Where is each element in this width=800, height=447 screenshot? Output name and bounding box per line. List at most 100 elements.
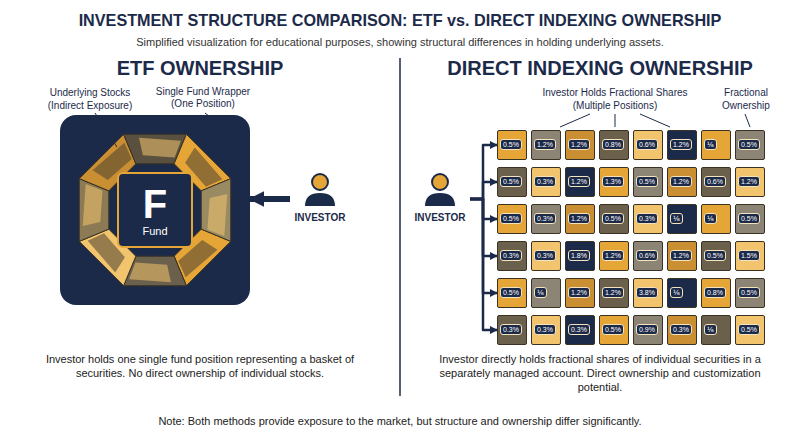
fund-box: FFund <box>117 172 193 248</box>
weight-badge: 0.8% <box>602 139 624 150</box>
weight-badge: 0.5% <box>738 139 760 150</box>
section-heading: ETF OWNERSHIP <box>0 56 400 81</box>
stock-share-cell: 0.3% <box>497 241 527 271</box>
stock-share-cell: 0.3% <box>633 204 663 234</box>
weight-badge: 0.3% <box>534 324 556 335</box>
weight-badge: 0.5% <box>500 287 522 298</box>
weight-badge: 1.8% <box>568 250 590 261</box>
stock-share-cell: 0.3% <box>531 167 561 197</box>
ribbon-fold <box>83 184 103 226</box>
stock-share-cell: 1.2% <box>735 167 765 197</box>
stock-share-cell: 0.6% <box>633 130 663 160</box>
stock-share-cell: 0.5% <box>497 130 527 160</box>
stock-share-cell: ⅙ <box>701 204 731 234</box>
ribbon-fold <box>129 262 171 282</box>
fund-label: Fund <box>142 225 167 238</box>
investor-label: INVESTOR <box>290 212 350 224</box>
stock-share-cell: 0.5% <box>599 315 629 345</box>
weight-badge: 0.6% <box>636 139 658 150</box>
weight-badge: 1.2% <box>670 250 692 261</box>
stock-share-cell: 0.5% <box>497 167 527 197</box>
weight-badge: 1.2% <box>534 139 556 150</box>
stock-share-cell: 0.5% <box>735 130 765 160</box>
weight-badge: 0.5% <box>500 213 522 224</box>
stock-share-cell: 1.5% <box>735 241 765 271</box>
ribbon-segment <box>201 179 231 242</box>
investor-label: INVESTOR <box>410 212 470 224</box>
stock-share-cell: 1.2% <box>565 130 595 160</box>
investor-head <box>312 174 328 190</box>
weight-badge: ⅙ <box>704 324 717 335</box>
stock-share-cell: 0.9% <box>633 315 663 345</box>
stock-share-cell: 0.3% <box>531 315 561 345</box>
section-heading: DIRECT INDEXING OWNERSHIP <box>400 56 800 81</box>
weight-badge: 1.2% <box>670 176 692 187</box>
leader-line <box>205 113 222 126</box>
weight-badge: 1.2% <box>602 287 624 298</box>
stock-share-cell: 0.5% <box>701 241 731 271</box>
investor-figure: INVESTOR <box>290 170 350 228</box>
callout-label: Investor Holds Fractional Shares (Multip… <box>530 86 700 112</box>
weight-badge: 0.8% <box>704 287 726 298</box>
weight-badge: 3.8% <box>636 287 658 298</box>
stock-share-cell: 0.5% <box>735 278 765 308</box>
stock-share-cell: 0.6% <box>701 167 731 197</box>
description-text: Investor directly holds fractional share… <box>425 352 775 394</box>
weight-badge: 1.2% <box>738 176 760 187</box>
investor-figure: INVESTOR <box>410 170 470 228</box>
weight-badge: 0.3% <box>534 176 556 187</box>
weight-badge: 1.2% <box>602 250 624 261</box>
stock-share-cell: 1.2% <box>565 167 595 197</box>
weight-badge: 0.3% <box>534 250 556 261</box>
stock-share-cell: ⅙ <box>667 278 697 308</box>
ribbon-fold <box>139 138 181 158</box>
weight-badge: 0.3% <box>534 213 556 224</box>
investor-body <box>425 193 455 206</box>
stock-share-cell: 0.3% <box>531 241 561 271</box>
weight-badge: ⅙ <box>704 139 717 150</box>
ownership-arrow <box>470 182 497 199</box>
investor-body <box>305 193 335 206</box>
stock-share-cell: 1.2% <box>565 278 595 308</box>
weight-badge: 0.6% <box>636 250 658 261</box>
stock-share-cell: 1.2% <box>667 130 697 160</box>
weight-badge: 0.5% <box>500 139 522 150</box>
weight-badge: 0.3% <box>568 324 590 335</box>
stock-share-cell: 1.8% <box>565 241 595 271</box>
weight-badge: 1.5% <box>738 250 760 261</box>
weight-badge: 0.9% <box>636 324 658 335</box>
stock-share-cell: 1.2% <box>599 241 629 271</box>
stock-share-cell: 0.5% <box>735 204 765 234</box>
weight-badge: 0.5% <box>704 250 726 261</box>
weight-badge: 0.5% <box>500 176 522 187</box>
stock-share-cell: 0.5% <box>633 167 663 197</box>
subtitle: Simplified visualization for educational… <box>0 35 800 49</box>
stock-share-cell: 1.2% <box>667 241 697 271</box>
weight-badge: 0.5% <box>738 287 760 298</box>
ribbon-fold <box>207 194 227 236</box>
stock-share-cell: 0.3% <box>497 315 527 345</box>
stock-share-cell: 1.2% <box>565 204 595 234</box>
fund-letter: F <box>143 183 167 225</box>
weight-badge: 1.2% <box>568 287 590 298</box>
weight-badge: 1.2% <box>568 176 590 187</box>
description-text: Investor holds one single fund position … <box>40 352 360 380</box>
ownership-arrow <box>470 145 497 199</box>
callout-label: Single Fund Wrapper (One Position) <box>148 86 258 110</box>
weight-badge: 0.6% <box>704 176 726 187</box>
leader-line <box>95 113 117 147</box>
weight-badge: ⅙ <box>670 287 683 298</box>
stock-share-cell: 1.3% <box>599 167 629 197</box>
weight-badge: ⅙ <box>704 213 717 224</box>
stock-ribbon <box>79 134 231 286</box>
ownership-arrow <box>250 196 290 202</box>
weight-badge: 0.3% <box>636 213 658 224</box>
stock-share-cell: 0.6% <box>633 241 663 271</box>
weight-badge: 0.3% <box>670 324 692 335</box>
stock-share-cell: ⅙ <box>701 315 731 345</box>
weight-badge: 1.2% <box>568 139 590 150</box>
weight-badge: 0.5% <box>602 213 624 224</box>
callout-label: Underlying Stocks (Indirect Exposure) <box>40 86 140 112</box>
ownership-arrow <box>470 199 497 330</box>
